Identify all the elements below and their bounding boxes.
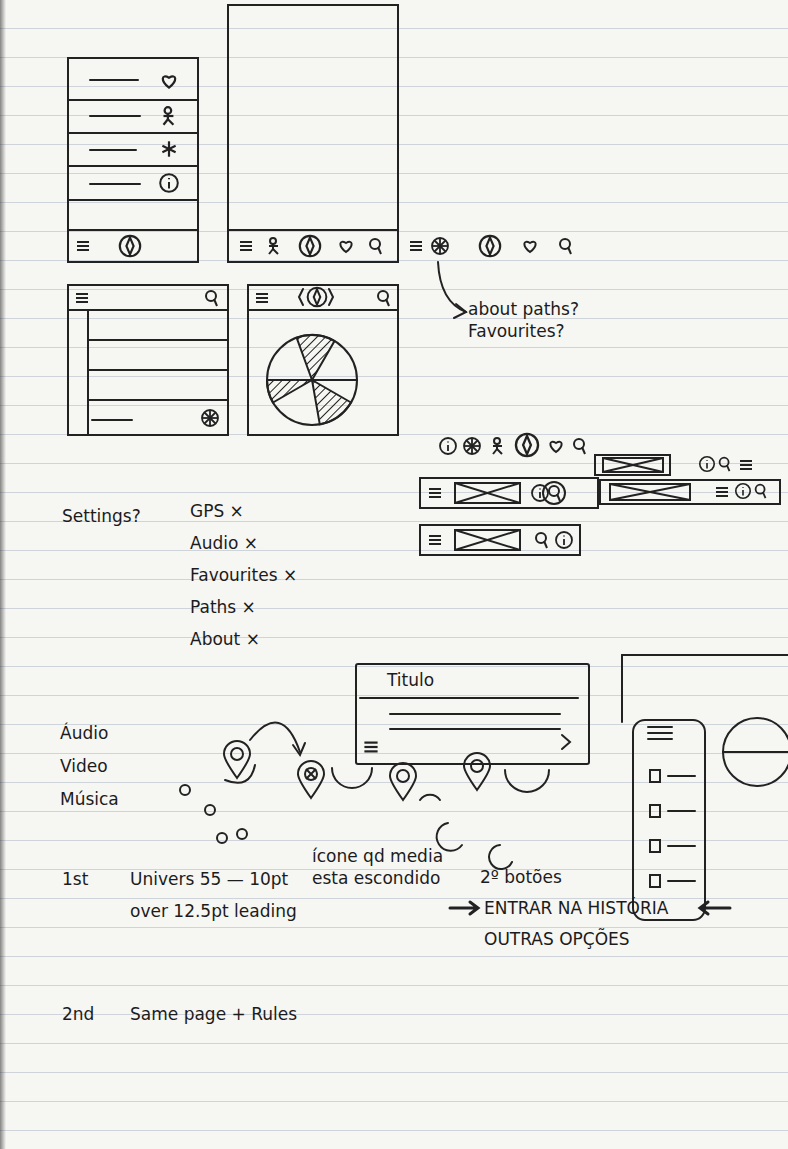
note-label: Same page + Rules xyxy=(130,1003,297,1025)
note-label: about paths? Favourites? xyxy=(468,298,588,342)
dialog-box: Titulo xyxy=(355,663,590,765)
dialog-title: Titulo xyxy=(357,665,588,691)
note-label: About × xyxy=(190,628,260,650)
note-label: 1st xyxy=(62,868,88,890)
note-label: 2º botões xyxy=(480,866,562,888)
note-label: OUTRAS OPÇÕES xyxy=(484,928,630,950)
note-label: ENTRAR NA HISTÓRIA xyxy=(484,897,668,919)
note-label: Música xyxy=(60,788,119,810)
note-label: Settings? xyxy=(62,505,141,527)
note-label: ícone qd media esta escondido xyxy=(312,845,457,889)
note-label: GPS × xyxy=(190,500,244,522)
note-label: Paths × xyxy=(190,596,256,618)
note-label: Favourites × xyxy=(190,564,297,586)
note-label: Audio × xyxy=(190,532,258,554)
note-label: Video xyxy=(60,755,108,777)
note-label: Univers 55 — 10pt xyxy=(130,868,288,890)
note-label: over 12.5pt leading xyxy=(130,900,297,922)
note-label: 2nd xyxy=(62,1003,94,1025)
note-label: Áudio xyxy=(60,722,108,744)
